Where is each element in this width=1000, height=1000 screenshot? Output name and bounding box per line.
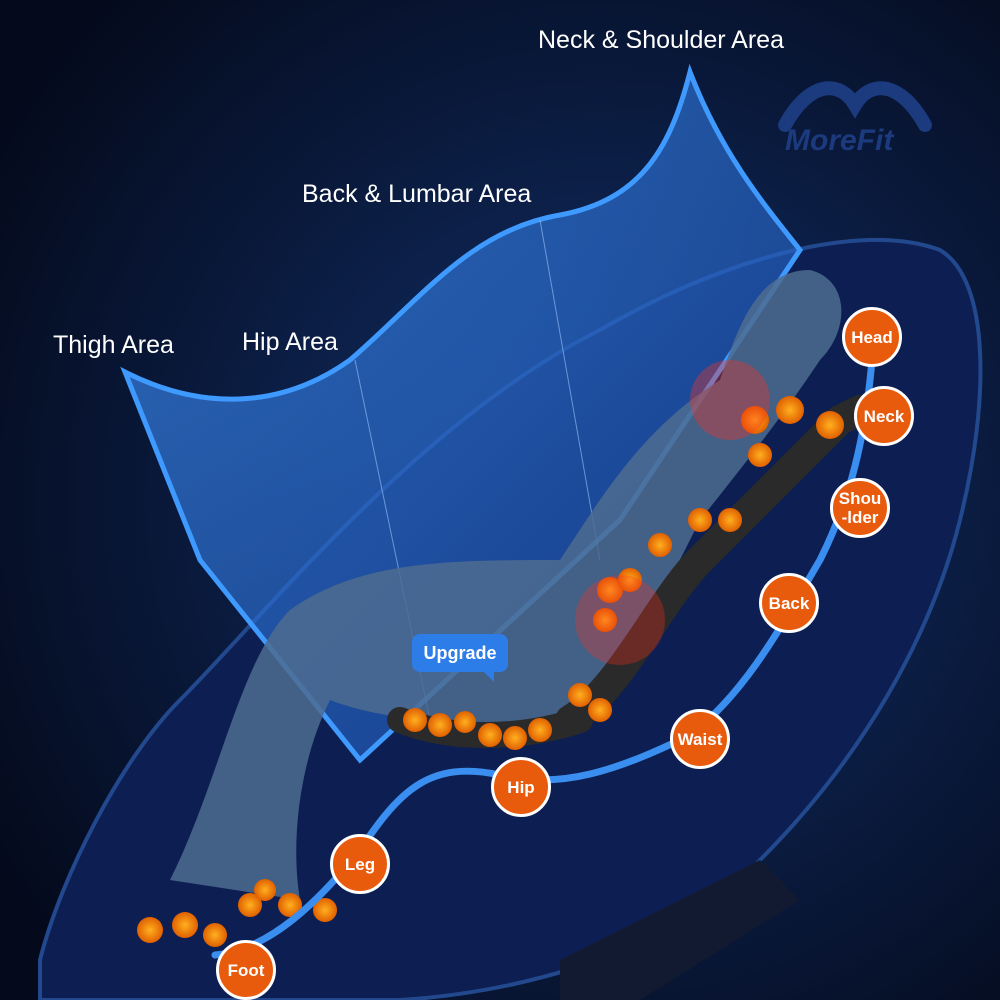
area-label-thigh: Thigh Area (53, 331, 174, 359)
massage-rollers (137, 396, 844, 947)
badge-head: Head (842, 307, 902, 367)
body-silhouette (170, 270, 842, 900)
badge-leg: Leg (330, 834, 390, 894)
upgrade-callout: Upgrade (412, 634, 508, 682)
panel-divider (539, 219, 601, 561)
chair-base (560, 860, 800, 1000)
heat-glow (575, 575, 665, 665)
area-label-back-lumbar: Back & Lumbar Area (302, 180, 532, 208)
brand-logo-wave-icon (778, 81, 932, 132)
badge-foot: Foot (216, 940, 276, 1000)
badge-neck: Neck (854, 386, 914, 446)
wave-panel (120, 63, 804, 764)
badge-shoulder: Shou -lder (830, 478, 890, 538)
area-label-hip: Hip Area (242, 328, 338, 356)
area-label-neck-shoulder: Neck & Shoulder Area (538, 26, 784, 54)
roller-track (555, 395, 875, 735)
brand-watermark: MoreFit (785, 124, 894, 157)
heat-glow (690, 360, 770, 440)
badge-waist: Waist (670, 709, 730, 769)
badge-hip: Hip (491, 757, 551, 817)
badge-back: Back (759, 573, 819, 633)
